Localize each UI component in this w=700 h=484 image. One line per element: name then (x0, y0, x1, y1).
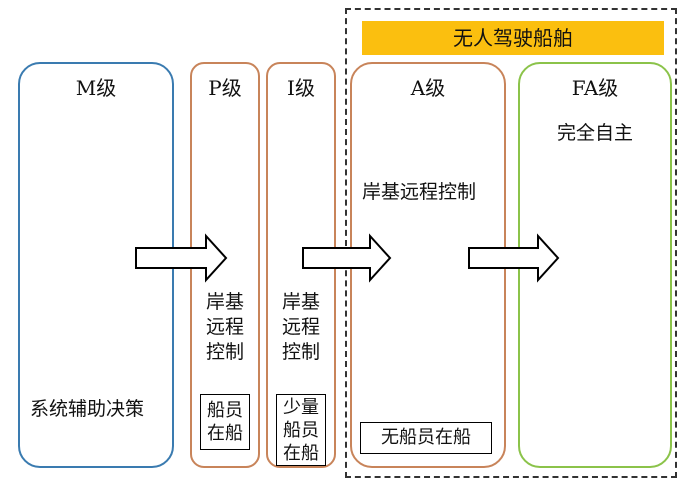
level-m-title: M级 (75, 76, 117, 100)
level-p-text: 岸基 远程 控制 (205, 291, 244, 363)
unmanned-ship-banner: 无人驾驶船舶 (362, 21, 664, 55)
level-m-text: 系统辅助决策 (30, 398, 145, 420)
level-fa-title: FA级 (571, 76, 619, 100)
level-i-text: 岸基 远程 控制 (281, 291, 320, 363)
level-a-title: A级 (410, 76, 446, 100)
level-p-sub: 船员 在船 (200, 394, 250, 450)
arrow-a-to-fa (468, 233, 560, 283)
level-i-sub: 少量 船员 在船 (276, 394, 326, 466)
arrow-m-to-p (135, 233, 228, 283)
level-p-box: P级 岸基 远程 控制 船员 在船 (190, 62, 260, 468)
level-a-text: 岸基远程控制 (362, 181, 477, 203)
unmanned-group-frame (345, 8, 677, 478)
level-fa-text: 完全自主 (556, 122, 633, 144)
level-a-sub: 无船员在船 (360, 422, 492, 454)
level-i-title: I级 (287, 76, 315, 100)
level-p-title: P级 (208, 76, 242, 100)
arrow-p-to-i (302, 233, 392, 283)
